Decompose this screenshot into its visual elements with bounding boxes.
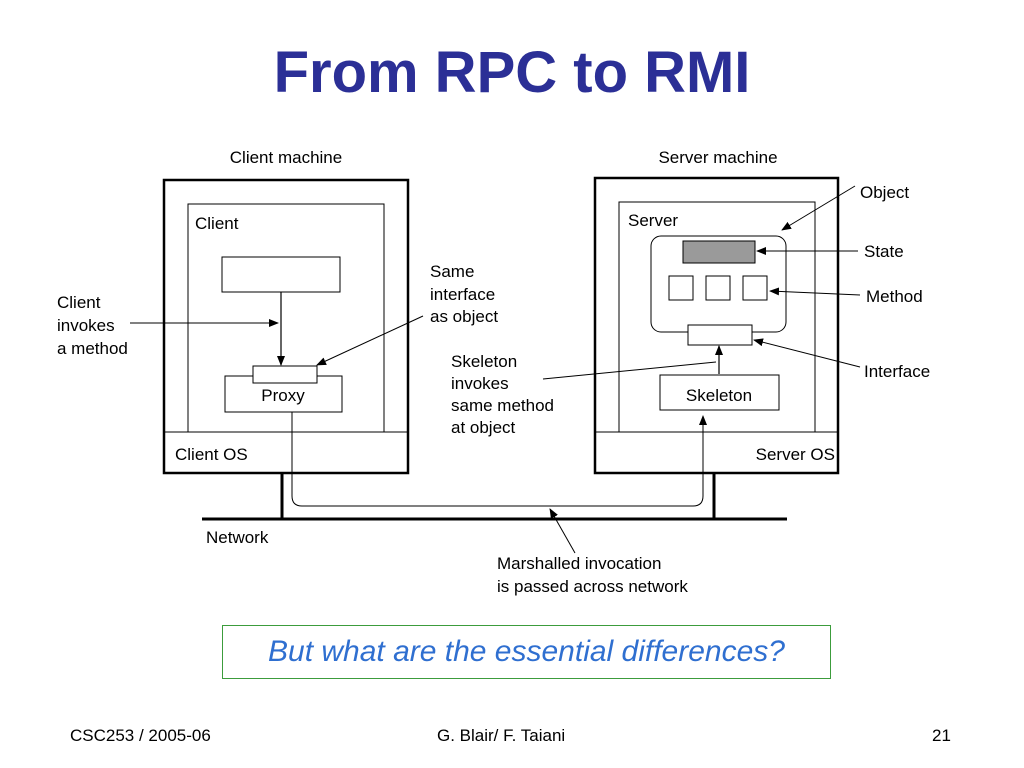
- object-label: Object: [860, 183, 909, 202]
- skeleton-label: Skeleton: [686, 386, 752, 405]
- method-label: Method: [866, 287, 923, 306]
- slide-title: From RPC to RMI: [273, 40, 751, 105]
- client-method-box: [221, 256, 341, 293]
- server-label: Server: [628, 211, 678, 230]
- object-pointer: [781, 185, 856, 231]
- invocation-path: [291, 412, 707, 507]
- same-interface-pointer: [316, 315, 424, 366]
- skeleton-invokes-label: Skeleton invokes same method at object: [451, 352, 559, 437]
- client-invokes-label: Client invokes a method: [57, 293, 128, 358]
- question-text: But what are the essential differences?: [268, 635, 785, 668]
- object-state-box: [682, 240, 756, 264]
- same-interface-label: Same interface as object: [430, 262, 500, 326]
- server-machine-label: Server machine: [658, 148, 777, 167]
- object-method-box-3: [742, 275, 768, 301]
- interface-pointer: [753, 338, 861, 368]
- interface-label: Interface: [864, 362, 930, 381]
- marshalled-pointer: [549, 508, 576, 554]
- client-label: Client: [195, 214, 239, 233]
- server-os-label: Server OS: [756, 445, 835, 464]
- server-machine-box: [593, 176, 840, 475]
- client-os-label: Client OS: [175, 445, 248, 464]
- state-label: State: [864, 242, 904, 261]
- footer-course: CSC253 / 2005-06: [70, 726, 211, 745]
- marshalled-label: Marshalled invocation is passed across n…: [497, 554, 688, 596]
- object-method-box-2: [705, 275, 731, 301]
- footer-page-number: 21: [932, 726, 951, 745]
- object-method-box-1: [668, 275, 694, 301]
- method-pointer: [769, 287, 861, 296]
- proxy-interface-box: [252, 365, 318, 384]
- client-machine-box: [162, 178, 410, 475]
- skeleton-box: [659, 374, 780, 411]
- skeleton-invokes-pointer: [542, 361, 717, 380]
- object-interface-box: [687, 324, 753, 346]
- question-box: But what are the essential differences?: [222, 625, 831, 679]
- proxy-label: Proxy: [261, 386, 305, 405]
- client-machine-label: Client machine: [230, 148, 342, 167]
- footer-authors: G. Blair/ F. Taiani: [437, 726, 566, 745]
- network-label: Network: [206, 528, 269, 547]
